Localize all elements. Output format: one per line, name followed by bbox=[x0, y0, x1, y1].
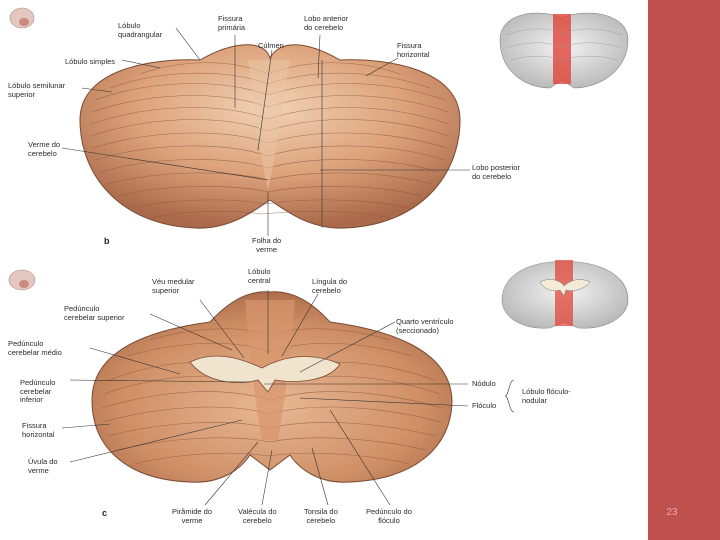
label-tonsila-do-cerebelo: Tonsila do cerebelo bbox=[304, 508, 338, 525]
panel-letter-c: c bbox=[102, 508, 107, 518]
label-lobulo-quadrangular: Lóbulo quadrangular bbox=[118, 22, 162, 39]
label-fissura-horizontal-b: Fissura horizontal bbox=[397, 42, 430, 59]
label-lobulo-flocculonodular: Lóbulo flóculo- nodular bbox=[522, 388, 571, 405]
label-fissura-horizontal-c: Fissura horizontal bbox=[22, 422, 55, 439]
label-lobulo-simples: Lóbulo simples bbox=[65, 58, 115, 67]
label-quarto-ventriculo: Quarto ventrículo (seccionado) bbox=[396, 318, 454, 335]
page-number: 23 bbox=[660, 507, 684, 518]
cerebellum-superior-view bbox=[80, 45, 460, 228]
label-fissura-primaria: Fissura primária bbox=[218, 15, 245, 32]
cerebellum-illustration bbox=[0, 0, 648, 540]
label-pedunculo-do-floculo: Pedúnculo do flóculo bbox=[366, 508, 412, 525]
cerebellum-thumbnail-bottom bbox=[502, 260, 628, 328]
cerebellum-thumbnail-top bbox=[500, 13, 628, 88]
orientation-thumbnail-top bbox=[10, 8, 34, 28]
label-lobulo-semilunar-superior: Lóbulo semilunar superior bbox=[8, 82, 65, 99]
label-culmen: Cúlmen bbox=[258, 42, 284, 51]
label-piramide-do-verme: Pirâmide do verme bbox=[172, 508, 212, 525]
cerebellum-figure: Lóbulo quadrangular Lóbulo simples Lóbul… bbox=[0, 0, 648, 540]
label-valecula-do-cerebelo: Valécula do cerebelo bbox=[238, 508, 277, 525]
label-uvula-do-verme: Úvula do verme bbox=[28, 458, 58, 475]
label-lingula-do-cerebelo: Língula do cerebelo bbox=[312, 278, 347, 295]
label-floculo: Flóculo bbox=[472, 402, 496, 411]
label-verme-do-cerebelo: Verme do cerebelo bbox=[28, 141, 60, 158]
label-pedunculo-cerebelar-superior: Pedúnculo cerebelar superior bbox=[64, 305, 124, 322]
label-nodulo: Nódulo bbox=[472, 380, 496, 389]
label-pedunculo-cerebelar-medio: Pedúnculo cerebelar médio bbox=[8, 340, 62, 357]
label-lobo-posterior: Lobo posterior do cerebelo bbox=[472, 164, 520, 181]
label-lobulo-central: Lóbulo central bbox=[248, 268, 271, 285]
panel-letter-b: b bbox=[104, 236, 110, 246]
label-veu-medular-superior: Véu medular superior bbox=[152, 278, 195, 295]
label-folha-do-verme: Folha do verme bbox=[252, 237, 281, 254]
orientation-thumbnail-middle bbox=[9, 270, 35, 290]
accent-sidebar bbox=[648, 0, 720, 540]
label-lobo-anterior: Lobo anterior do cerebelo bbox=[304, 15, 348, 32]
label-pedunculo-cerebelar-inferior: Pedúnculo cerebelar inferior bbox=[20, 379, 55, 405]
